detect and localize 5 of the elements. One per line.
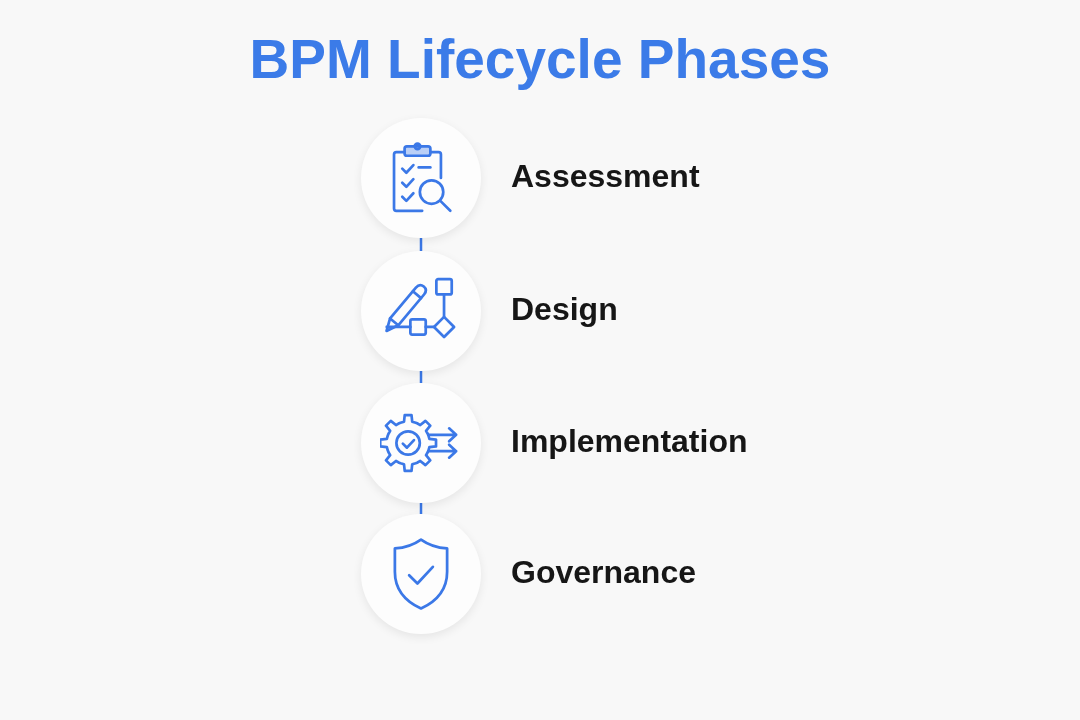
phase-label: Design	[511, 290, 618, 328]
phase-label: Assessment	[511, 157, 700, 195]
phase-label: Implementation	[511, 422, 748, 460]
phase-label: Governance	[511, 553, 696, 591]
title: BPM Lifecycle Phases	[249, 27, 831, 92]
